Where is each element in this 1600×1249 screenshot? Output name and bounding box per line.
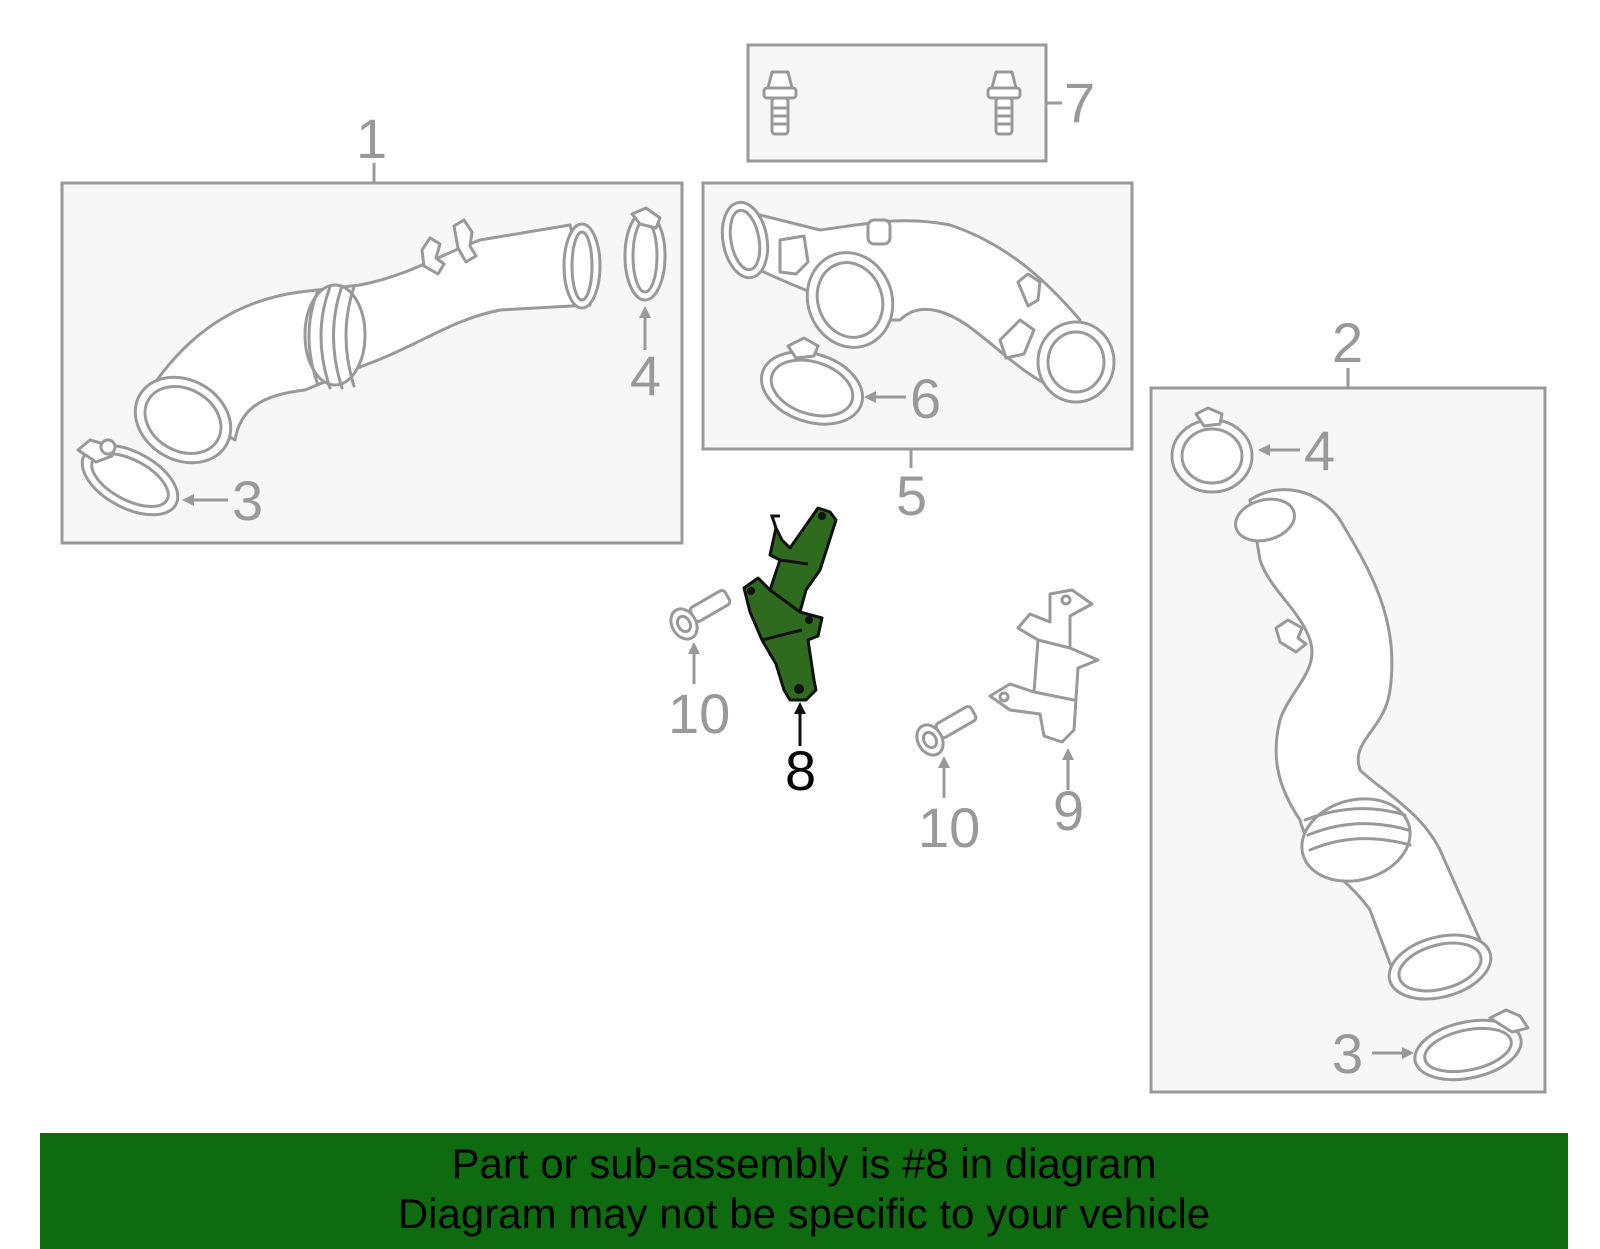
hose-1-clip-b [452, 218, 478, 264]
banner-line-2: Diagram may not be specific to your vehi… [397, 1190, 1211, 1237]
assembly-7-group: 7 [746, 43, 1095, 163]
info-banner: Part or sub-assembly is #8 in diagram Di… [40, 1133, 1568, 1249]
hose-2-top-end [1234, 497, 1296, 543]
hose-1-right-end [562, 222, 602, 310]
callout-5: 5 [896, 464, 927, 527]
hose-2-bottom-end [1387, 933, 1493, 1001]
callout-3-left: 3 [232, 469, 263, 532]
tube-5-port [866, 218, 892, 246]
intake-hose-1 [148, 223, 592, 442]
tube-5-left-end [720, 200, 770, 280]
bolt-10-right-group: 10 [915, 705, 980, 859]
intake-hose-2 [1248, 488, 1482, 992]
callout-8: 8 [785, 739, 816, 802]
clamp-3-lower [1413, 1018, 1523, 1082]
callout-10-left: 10 [668, 682, 730, 745]
callout-7: 7 [1064, 71, 1095, 134]
highlighted-bracket-8: 8 [742, 506, 838, 802]
callout-9: 9 [1053, 779, 1084, 842]
bolt-10-left-group: 10 [668, 589, 732, 745]
callout-2: 2 [1332, 311, 1363, 374]
callout-6: 6 [910, 367, 941, 430]
callout-3-lower: 3 [1332, 1022, 1363, 1085]
assembly-1-group: 1 3 4 [60, 107, 684, 545]
banner-line-1: Part or sub-assembly is #8 in diagram [451, 1140, 1157, 1187]
callout-4-lower: 4 [1304, 419, 1335, 482]
bolt-10-right [915, 705, 978, 757]
hose-1-clip-a [420, 236, 446, 276]
bracket-9 [988, 588, 1100, 744]
clamp-4-lower [1170, 418, 1254, 494]
assembly-2-group: 2 4 3 [1149, 311, 1547, 1094]
bracket-9-group: 9 [988, 588, 1100, 842]
bolt-7-right [986, 70, 1022, 136]
hose-2-clip [1274, 618, 1308, 654]
callout-10-right: 10 [918, 796, 980, 859]
assembly-5-group: 5 6 [701, 181, 1134, 527]
bolt-10-left [669, 589, 732, 641]
callout-1: 1 [356, 107, 387, 170]
bolt-7-left [762, 70, 798, 136]
callout-4-upper: 4 [630, 344, 661, 407]
